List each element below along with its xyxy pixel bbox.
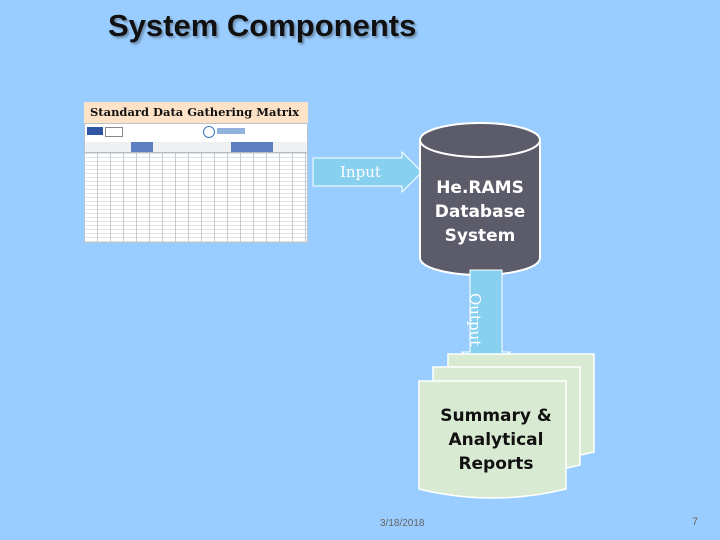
spreadsheet-highlight bbox=[131, 142, 153, 152]
input-arrow bbox=[312, 150, 423, 194]
reports-label-line: Reports bbox=[458, 454, 534, 474]
input-label: Input bbox=[340, 163, 381, 181]
reports-label: Summary & Analytical Reports bbox=[426, 404, 566, 476]
report-stack bbox=[418, 353, 595, 499]
page-number: 7 bbox=[692, 516, 699, 528]
reports-label-line: Summary & bbox=[440, 406, 552, 426]
spreadsheet-grid bbox=[85, 142, 307, 242]
matrix-label: Standard Data Gathering Matrix bbox=[84, 102, 308, 123]
spreadsheet-highlight bbox=[231, 142, 273, 152]
database-label: He.RAMS Database System bbox=[420, 176, 540, 248]
database-cylinder bbox=[419, 122, 541, 276]
database-label-line: He.RAMS bbox=[436, 178, 524, 198]
footer-date: 3/18/2018 bbox=[380, 518, 425, 529]
output-label: Output bbox=[466, 293, 484, 347]
slide-title: System Components bbox=[108, 8, 417, 43]
logo-text-mark bbox=[217, 128, 245, 134]
spreadsheet-badge bbox=[87, 127, 103, 135]
reports-label-line: Analytical bbox=[448, 430, 544, 450]
spreadsheet-field bbox=[105, 127, 123, 137]
database-label-line: Database bbox=[434, 202, 526, 222]
spreadsheet-thumbnail bbox=[84, 123, 308, 243]
who-logo-icon bbox=[203, 126, 215, 138]
spreadsheet-column-headers bbox=[85, 142, 307, 153]
database-label-line: System bbox=[444, 226, 516, 246]
